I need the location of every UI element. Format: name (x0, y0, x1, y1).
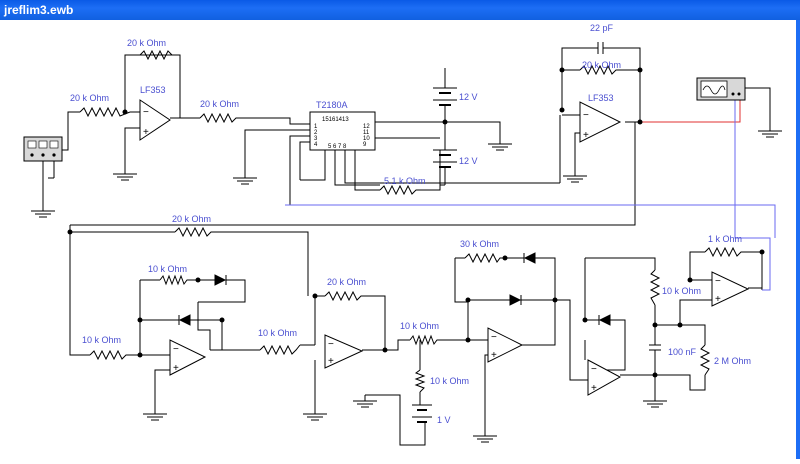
oscilloscope[interactable] (696, 77, 746, 101)
svg-text:−: − (491, 332, 497, 343)
battery-12v-top (433, 87, 457, 108)
chip-pin-10: 10 (363, 136, 370, 142)
svg-text:+: + (591, 383, 597, 394)
resistor-10k-b (414, 369, 426, 393)
capacitors (590, 42, 661, 365)
chip-pins-bottom: 5 6 7 8 (328, 144, 347, 150)
resistor-1k (704, 246, 745, 258)
junctions (67, 67, 765, 378)
grounds (30, 124, 783, 443)
label-r-5k1: 5.1 k Ohm (384, 176, 426, 186)
resistors (79, 49, 745, 393)
component-labels: 20 k Ohm 20 k Ohm LF353 20 k Ohm 12 V 12… (70, 23, 751, 425)
diode-3 (520, 252, 537, 264)
resistor-10k-c (649, 269, 661, 306)
opamp-3: − + (169, 339, 207, 376)
batteries (412, 87, 457, 430)
label-batt-top: 12 V (459, 92, 478, 102)
resistor-rect-fb (159, 274, 190, 286)
opamp-2: − + (579, 101, 622, 143)
label-opamp1: LF353 (140, 85, 166, 95)
schematic-svg: − + − + − + − + − + (23, 20, 800, 459)
window-title: jreflim3.ewb (0, 0, 800, 20)
diodes (175, 252, 612, 326)
chip-pin-4: 4 (314, 142, 318, 148)
label-r-1k: 1 k Ohm (708, 234, 742, 244)
svg-text:−: − (583, 110, 589, 121)
label-r-fb2: 20 k Ohm (582, 60, 621, 70)
label-r-mid: 20 k Ohm (200, 99, 239, 109)
resistor-rect-out (259, 344, 301, 356)
function-generator[interactable] (23, 136, 63, 205)
chip-pin-2: 2 (314, 130, 318, 136)
capacitor-22pf (590, 42, 610, 54)
svg-text:+: + (143, 127, 149, 138)
label-r-10k-a: 10 k Ohm (400, 321, 439, 331)
chip-t2180a[interactable]: T2180A 15161413 1 2 3 4 12 11 10 9 5 6 7… (309, 100, 376, 151)
label-r-30k: 30 k Ohm (460, 239, 499, 249)
label-opamp2: LF353 (588, 93, 614, 103)
resistor-30k (464, 252, 503, 264)
label-cap-100n: 100 nF (668, 347, 697, 357)
svg-text:−: − (715, 276, 721, 287)
chip-part-label: 15161413 (322, 117, 349, 123)
svg-text:+: + (715, 294, 721, 305)
opamp-4: − + (324, 334, 364, 369)
resistor-5k1 (379, 184, 425, 196)
chip-pin-9: 9 (363, 142, 367, 148)
diode-4 (505, 294, 522, 306)
svg-text:−: − (591, 364, 597, 375)
chip-pin-1: 1 (314, 124, 318, 130)
chip-name-label: T2180A (316, 100, 348, 110)
opamp-1: − + (139, 99, 171, 141)
resistor-2m (699, 344, 711, 376)
svg-text:+: + (491, 350, 497, 361)
label-batt-1v: 1 V (437, 415, 451, 425)
opamp-6: − + (587, 359, 622, 396)
resistor-rect-in (89, 349, 130, 361)
battery-1v (412, 404, 432, 430)
resistor-sum-fb (324, 290, 370, 302)
label-r-rect-fb: 10 k Ohm (148, 264, 187, 274)
svg-text:+: + (173, 363, 179, 374)
diode-2 (175, 314, 195, 326)
label-batt-bottom: 12 V (459, 156, 478, 166)
svg-text:−: − (328, 339, 334, 350)
diode-5 (595, 314, 612, 326)
resistor-fb2 (579, 64, 625, 76)
probe-wires (285, 100, 776, 291)
label-r-2m: 2 M Ohm (714, 356, 751, 366)
schematic-canvas[interactable]: − + − + − + − + − + (0, 20, 800, 459)
svg-text:+: + (328, 356, 334, 367)
label-r-sum-fb: 20 k Ohm (327, 277, 366, 287)
window-right-border (796, 20, 800, 459)
capacitor-100nf (649, 344, 661, 365)
label-r-rect-out: 10 k Ohm (258, 328, 297, 338)
label-r-long: 20 k Ohm (172, 214, 211, 224)
chip-pin-12: 12 (363, 124, 370, 130)
label-cap-22p: 22 pF (590, 23, 614, 33)
svg-text:−: − (143, 107, 149, 118)
label-r-10k-b: 10 k Ohm (430, 376, 469, 386)
diode-1 (214, 274, 230, 286)
resistor-fb1 (139, 49, 180, 61)
battery-12v-bottom (433, 138, 457, 186)
chip-pin-11: 11 (363, 130, 370, 136)
label-r-input: 20 k Ohm (70, 93, 109, 103)
label-r-rect-in: 10 k Ohm (82, 335, 121, 345)
resistor-input (79, 106, 131, 118)
resistor-10k-a (409, 334, 440, 346)
label-r-10k-c: 10 k Ohm (662, 286, 701, 296)
opamp-7: − + (711, 271, 750, 307)
label-r-fb1: 20 k Ohm (127, 38, 166, 48)
svg-text:+: + (583, 130, 589, 141)
chip-pin-3: 3 (314, 136, 318, 142)
svg-text:−: − (173, 344, 179, 355)
opamp-5: − + (487, 327, 524, 363)
opamps: − + − + − + − + − + (139, 99, 750, 396)
resistor-mid (199, 112, 245, 124)
resistor-long (174, 226, 215, 238)
